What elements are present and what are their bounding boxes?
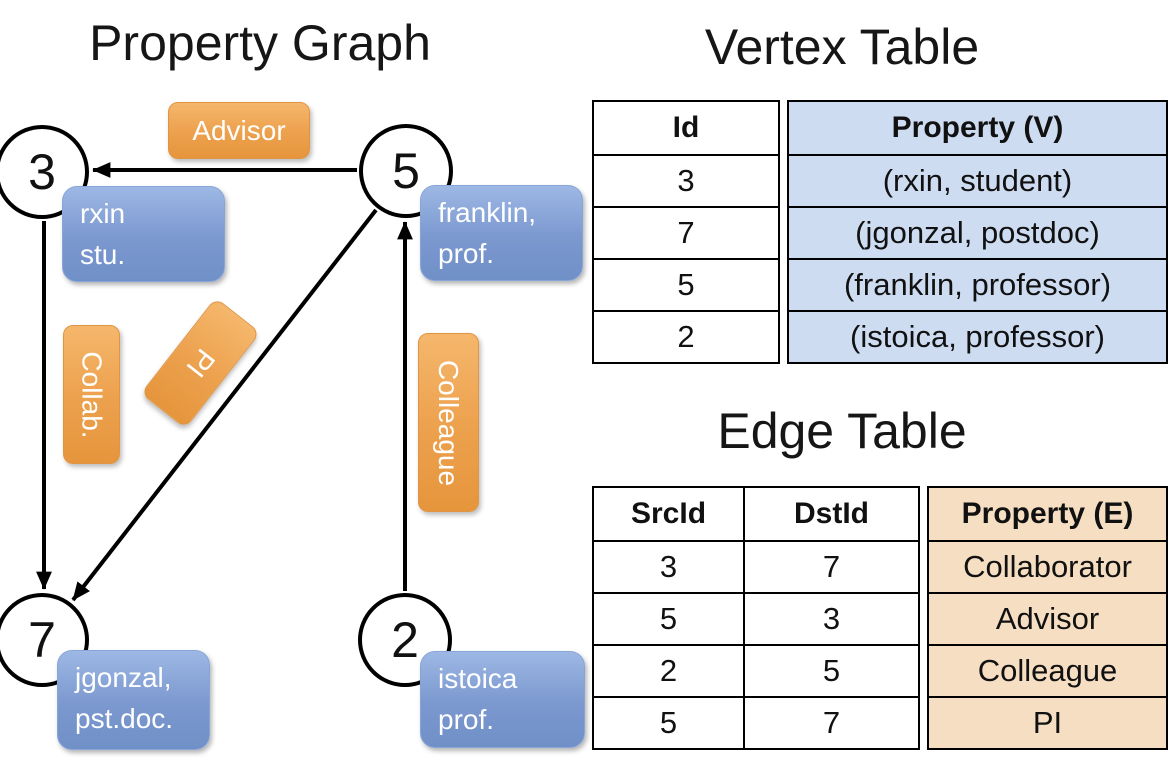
edge-table-header-dstid: DstId (743, 488, 918, 540)
edge-src-cell: 3 (594, 540, 743, 592)
vertex-id-cell: 3 (594, 154, 778, 206)
edge-table: SrcId DstId 3 7 5 3 2 5 5 7 Property (E)… (592, 486, 1168, 750)
vertex-table: Id 3 7 5 2 Property (V) (rxin, student) … (592, 100, 1168, 364)
vertex-id-cell: 7 (594, 206, 778, 258)
vertex-label-rxin: rxin stu. (62, 186, 225, 282)
edge-src-cell: 5 (594, 696, 743, 748)
vertex-label-istoica-line2: prof. (438, 703, 495, 735)
edge-table-header-property: Property (E) (961, 497, 1134, 530)
node-2-id: 2 (391, 612, 419, 668)
node-5-id: 5 (392, 143, 420, 199)
edge-dst-cell: 3 (743, 592, 918, 644)
edge-property-cell: Advisor (929, 592, 1166, 644)
node-7-id: 7 (28, 612, 56, 668)
edge-label-colleague: Colleague (418, 333, 479, 512)
edge-table-property-column: Property (E) Collaborator Advisor Collea… (927, 486, 1168, 750)
vertex-label-franklin-line2: prof. (438, 237, 495, 269)
vertex-property-cell: (istoica, professor) (789, 310, 1166, 362)
edge-label-collab: Collab. (63, 325, 120, 464)
vertex-table-header-id: Id (672, 111, 700, 144)
vertex-label-istoica: istoica prof. (420, 651, 585, 748)
vertex-property-cell: (jgonzal, postdoc) (789, 206, 1166, 258)
edge-label-advisor-text: Advisor (192, 114, 286, 146)
vertex-label-jgonzal-line1: jgonzal, (75, 662, 172, 693)
edge-table-id-columns: SrcId DstId 3 7 5 3 2 5 5 7 (592, 486, 920, 750)
edge-line-5-7-pi (71, 208, 378, 602)
edge-property-cell: Colleague (929, 644, 1166, 696)
edge-label-colleague-text: Colleague (433, 359, 465, 486)
graph-edges-canvas (36, 162, 413, 602)
edge-label-pi-text: PI (180, 343, 222, 384)
edge-src-cell: 5 (594, 592, 743, 644)
vertex-id-cell: 5 (594, 258, 778, 310)
vertex-table-id-column: Id 3 7 5 2 (592, 100, 780, 364)
edge-label-advisor: Advisor (168, 102, 310, 159)
edge-dst-cell: 7 (743, 696, 918, 748)
edge-table-header-srcid: SrcId (630, 497, 707, 530)
vertex-label-rxin-line2: stu. (80, 238, 126, 270)
vertex-label-franklin: franklin, prof. (420, 185, 583, 281)
edge-src-cell: 2 (594, 644, 743, 696)
edge-table-title: Edge Table (717, 403, 967, 459)
vertex-property-cell: (franklin, professor) (789, 258, 1166, 310)
edge-label-collab-text: Collab. (76, 350, 108, 439)
vertex-label-istoica-line1: istoica (438, 663, 518, 694)
vertex-table-header-property: Property (V) (891, 111, 1064, 144)
node-3-id: 3 (28, 144, 56, 200)
vertex-label-rxin-line1: rxin (80, 198, 126, 229)
vertex-label-jgonzal: jgonzal, pst.doc. (57, 650, 210, 750)
vertex-table-property-column: Property (V) (rxin, student) (jgonzal, p… (787, 100, 1168, 364)
edge-property-cell: PI (929, 696, 1166, 748)
property-graph-title: Property Graph (89, 15, 431, 71)
edge-dst-cell: 7 (743, 540, 918, 592)
vertex-label-franklin-line1: franklin, (438, 197, 537, 228)
edge-property-cell: Collaborator (929, 540, 1166, 592)
vertex-label-jgonzal-line2: pst.doc. (75, 702, 174, 734)
vertex-property-cell: (rxin, student) (789, 154, 1166, 206)
vertex-table-title: Vertex Table (704, 19, 980, 75)
edge-dst-cell: 5 (743, 644, 918, 696)
vertex-id-cell: 2 (594, 310, 778, 362)
